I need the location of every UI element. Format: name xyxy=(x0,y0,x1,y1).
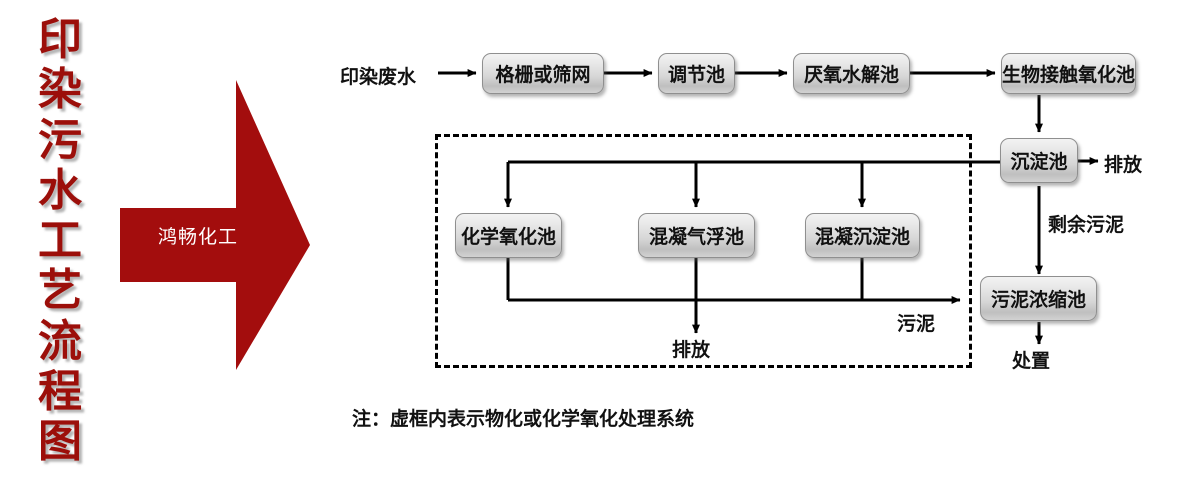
process-box-label: 污泥浓缩池 xyxy=(990,289,1086,311)
title-char: 染 xyxy=(38,64,82,116)
brand-arrow-shape xyxy=(120,70,320,380)
process-box-label: 厌氧水解池 xyxy=(803,64,899,86)
process-box-label: 混凝沉淀池 xyxy=(814,226,910,248)
process-box-grid[interactable]: 格栅或筛网 xyxy=(482,53,604,94)
brand-arrow-label: 鸿畅化工 xyxy=(157,226,238,248)
title-char: 工 xyxy=(38,215,82,266)
title-char: 程 xyxy=(38,365,82,417)
process-box-label: 混凝气浮池 xyxy=(648,226,744,248)
process-box-anaerobic-hydrolysis[interactable]: 厌氧水解池 xyxy=(793,53,910,94)
process-box-equalization[interactable]: 调节池 xyxy=(658,53,735,94)
title-char: 印 xyxy=(38,14,82,65)
page-title: 印 染 污 水 工 艺 流 程 图 xyxy=(14,18,106,466)
physchem-effluent-label: 排放 xyxy=(672,339,711,361)
inlet-label: 印染废水 xyxy=(340,66,417,88)
process-box-coagulation-flotation[interactable]: 混凝气浮池 xyxy=(638,213,755,258)
process-box-label: 格栅或筛网 xyxy=(495,64,591,86)
process-box-biological-contact-oxidation[interactable]: 生物接触氧化池 xyxy=(1001,53,1136,94)
title-char: 艺 xyxy=(38,265,82,317)
process-box-label: 调节池 xyxy=(667,64,725,86)
process-box-label: 生物接触氧化池 xyxy=(1002,64,1136,86)
process-box-label: 沉淀池 xyxy=(1010,151,1068,173)
process-box-settling-tank[interactable]: 沉淀池 xyxy=(1000,138,1078,183)
title-char: 水 xyxy=(38,164,82,216)
process-box-sludge-thickener[interactable]: 污泥浓缩池 xyxy=(980,276,1097,321)
physchem-sludge-label: 污泥 xyxy=(897,313,936,335)
diagram-note: 注：虚框内表示物化或化学氧化处理系统 xyxy=(352,408,695,430)
process-box-label: 化学氧化池 xyxy=(460,226,556,248)
settling-discharge-label: 排放 xyxy=(1104,154,1143,176)
physchem-system-boundary xyxy=(435,134,972,368)
title-char: 污 xyxy=(38,114,82,166)
title-char: 图 xyxy=(38,416,82,467)
disposal-label: 处置 xyxy=(1012,350,1051,372)
process-box-coagulation-settling[interactable]: 混凝沉淀池 xyxy=(805,213,920,258)
excess-sludge-label: 剩余污泥 xyxy=(1048,214,1125,236)
title-char: 流 xyxy=(38,315,82,367)
process-box-chemical-oxidation[interactable]: 化学氧化池 xyxy=(455,213,562,258)
